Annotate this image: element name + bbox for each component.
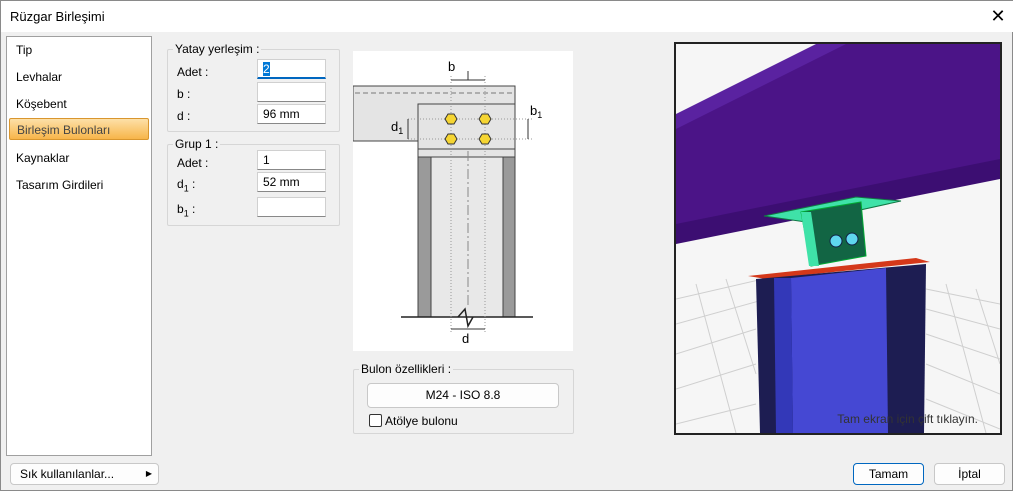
dim-d1: d1 [391,119,403,136]
b-input[interactable] [257,82,326,102]
favorites-label: Sık kullanılanlar... [20,467,115,481]
sidebar-item-tip[interactable]: Tip [16,43,33,57]
group-legend: Yatay yerleşim : [175,42,260,56]
ok-button[interactable]: Tamam [853,463,924,485]
window-title: Rüzgar Birleşimi [10,9,105,24]
group-legend: Bulon özellikleri : [361,362,452,376]
close-icon[interactable]: ✕ [990,6,1006,26]
yatay-adet-input[interactable]: 2 [257,59,326,79]
sidebar-nav: Tip Levhalar Köşebent Birleşim Bulonları… [6,36,152,456]
title-bar: Rüzgar Birleşimi ✕ [1,1,1013,32]
sidebar-item-kaynaklar[interactable]: Kaynaklar [16,151,70,165]
yatay-yerlesim-group: Yatay yerleşim : [167,42,340,132]
workshop-bolt-label: Atölye bulonu [385,414,458,428]
favorites-button[interactable]: Sık kullanılanlar... ▶ [10,463,159,485]
adet-label: Adet : [177,65,209,79]
bolt-type-button[interactable]: M24 - ISO 8.8 [367,383,559,408]
d-input[interactable]: 96 mm [257,104,326,124]
3d-model [676,44,1000,433]
grup-adet-label: Adet : [177,156,209,170]
group-legend: Grup 1 : [175,137,219,151]
chevron-right-icon: ▶ [145,469,152,478]
connection-diagram: b b1 d1 d [352,51,573,351]
cancel-button[interactable]: İptal [934,463,1005,485]
dim-b1: b1 [530,103,542,120]
sidebar-item-kosebent[interactable]: Köşebent [16,97,67,111]
grup1-group: Grup 1 : [167,137,340,226]
sidebar-item-levhalar[interactable]: Levhalar [16,70,63,84]
3d-viewport[interactable]: Tam ekran için çift tıklayın. [674,42,1002,435]
d-label: d : [177,109,191,123]
b1-label: b1 : [177,202,196,219]
fullscreen-hint: Tam ekran için çift tıklayın. [837,412,978,426]
d1-label: d1 : [177,177,196,194]
sidebar-item-tasarim-girdileri[interactable]: Tasarım Girdileri [16,178,104,192]
b-label: b : [177,87,191,101]
workshop-bolt-checkbox[interactable] [369,414,382,427]
dim-b: b [448,59,455,74]
d1-input[interactable]: 52 mm [257,172,326,192]
sidebar-item-birlesim-bulonlari[interactable]: Birleşim Bulonları [9,118,149,140]
dim-d: d [462,331,469,346]
bolt-properties-group: Bulon özellikleri : [353,362,574,434]
grup-adet-input[interactable]: 1 [257,150,326,170]
b1-input[interactable] [257,197,326,217]
